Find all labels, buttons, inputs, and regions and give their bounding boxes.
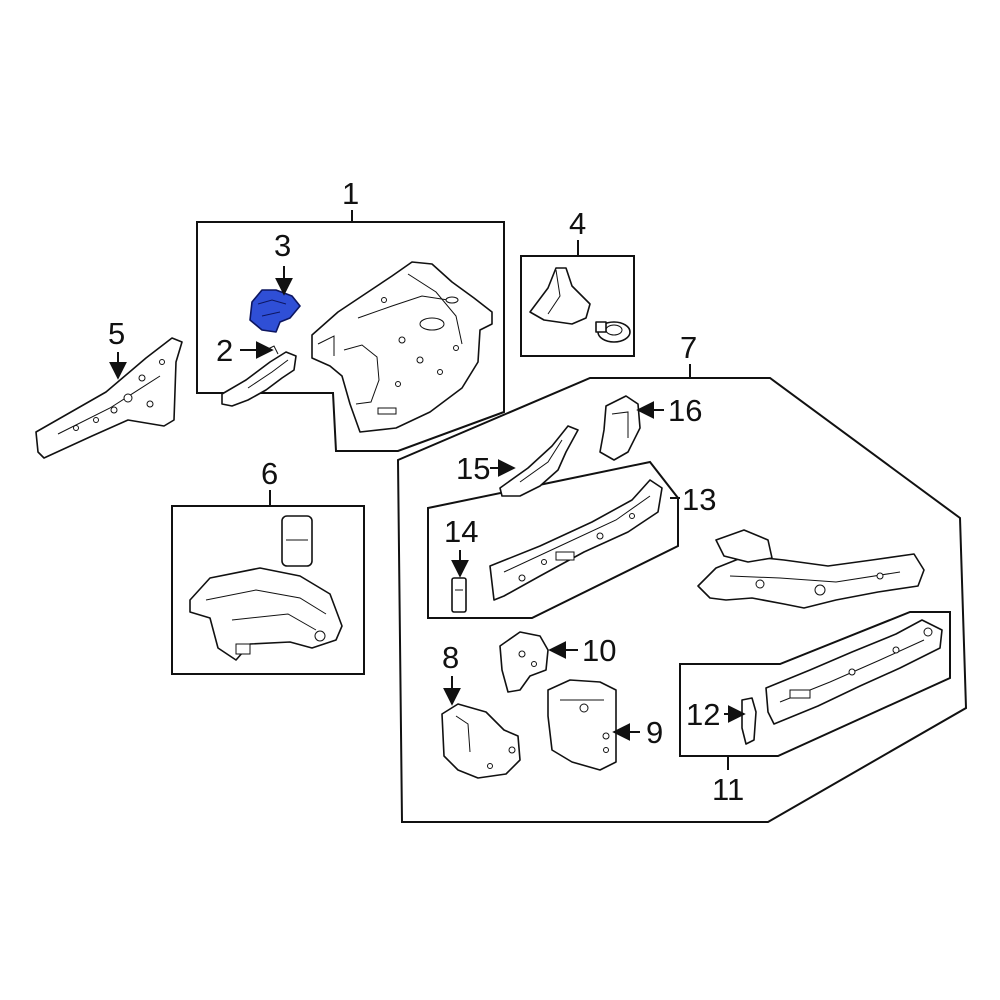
callout-11[interactable]: 11	[712, 772, 744, 807]
callout-12[interactable]: 12	[686, 697, 720, 732]
part-6-bracket[interactable]	[281, 515, 313, 567]
group-11-frame	[679, 611, 951, 757]
part-9-bracket[interactable]	[547, 679, 617, 771]
group-4: 4	[520, 206, 635, 357]
part-1-apron[interactable]	[311, 261, 493, 433]
callout-9[interactable]: 9	[646, 715, 663, 750]
part-10-bracket[interactable]	[499, 631, 549, 693]
group-7: 7 13 14 15	[396, 330, 968, 823]
part-3-highlighted-bracket[interactable]	[249, 289, 301, 333]
callout-13[interactable]: 13	[682, 482, 716, 517]
part-14-bracket[interactable]	[451, 577, 467, 613]
group-1: 1 2	[196, 176, 505, 452]
group-6-frame	[171, 505, 365, 675]
part-13-rail[interactable]	[489, 479, 663, 601]
part-4-clip[interactable]	[595, 321, 631, 343]
callout-1[interactable]: 1	[342, 176, 359, 211]
group-1-frame	[196, 221, 505, 452]
part-16-bracket[interactable]	[599, 395, 641, 461]
callout-2[interactable]: 2	[216, 333, 233, 368]
group-13-frame	[427, 460, 679, 619]
callout-15[interactable]: 15	[456, 451, 490, 486]
callout-6[interactable]: 6	[261, 456, 278, 491]
part-5-rail[interactable]	[35, 337, 183, 459]
callout-7[interactable]: 7	[680, 330, 697, 365]
part-frame-assembly[interactable]	[697, 529, 925, 609]
callout-5[interactable]: 5	[108, 316, 125, 351]
callout-14[interactable]: 14	[444, 514, 478, 549]
part-15-bracket[interactable]	[499, 425, 579, 497]
part-4-insulator[interactable]	[529, 267, 591, 325]
group-7-frame	[396, 377, 968, 823]
callout-4[interactable]: 4	[569, 206, 586, 241]
callout-10[interactable]: 10	[582, 633, 616, 668]
part-6-tray[interactable]	[189, 567, 343, 661]
group-6: 6	[171, 456, 365, 675]
part-11-rail[interactable]	[765, 619, 943, 725]
part-8-bracket[interactable]	[441, 703, 521, 779]
callout-16[interactable]: 16	[668, 393, 702, 428]
callout-8[interactable]: 8	[442, 640, 459, 675]
callout-3[interactable]: 3	[274, 228, 291, 263]
part-12-bracket[interactable]	[741, 697, 757, 745]
